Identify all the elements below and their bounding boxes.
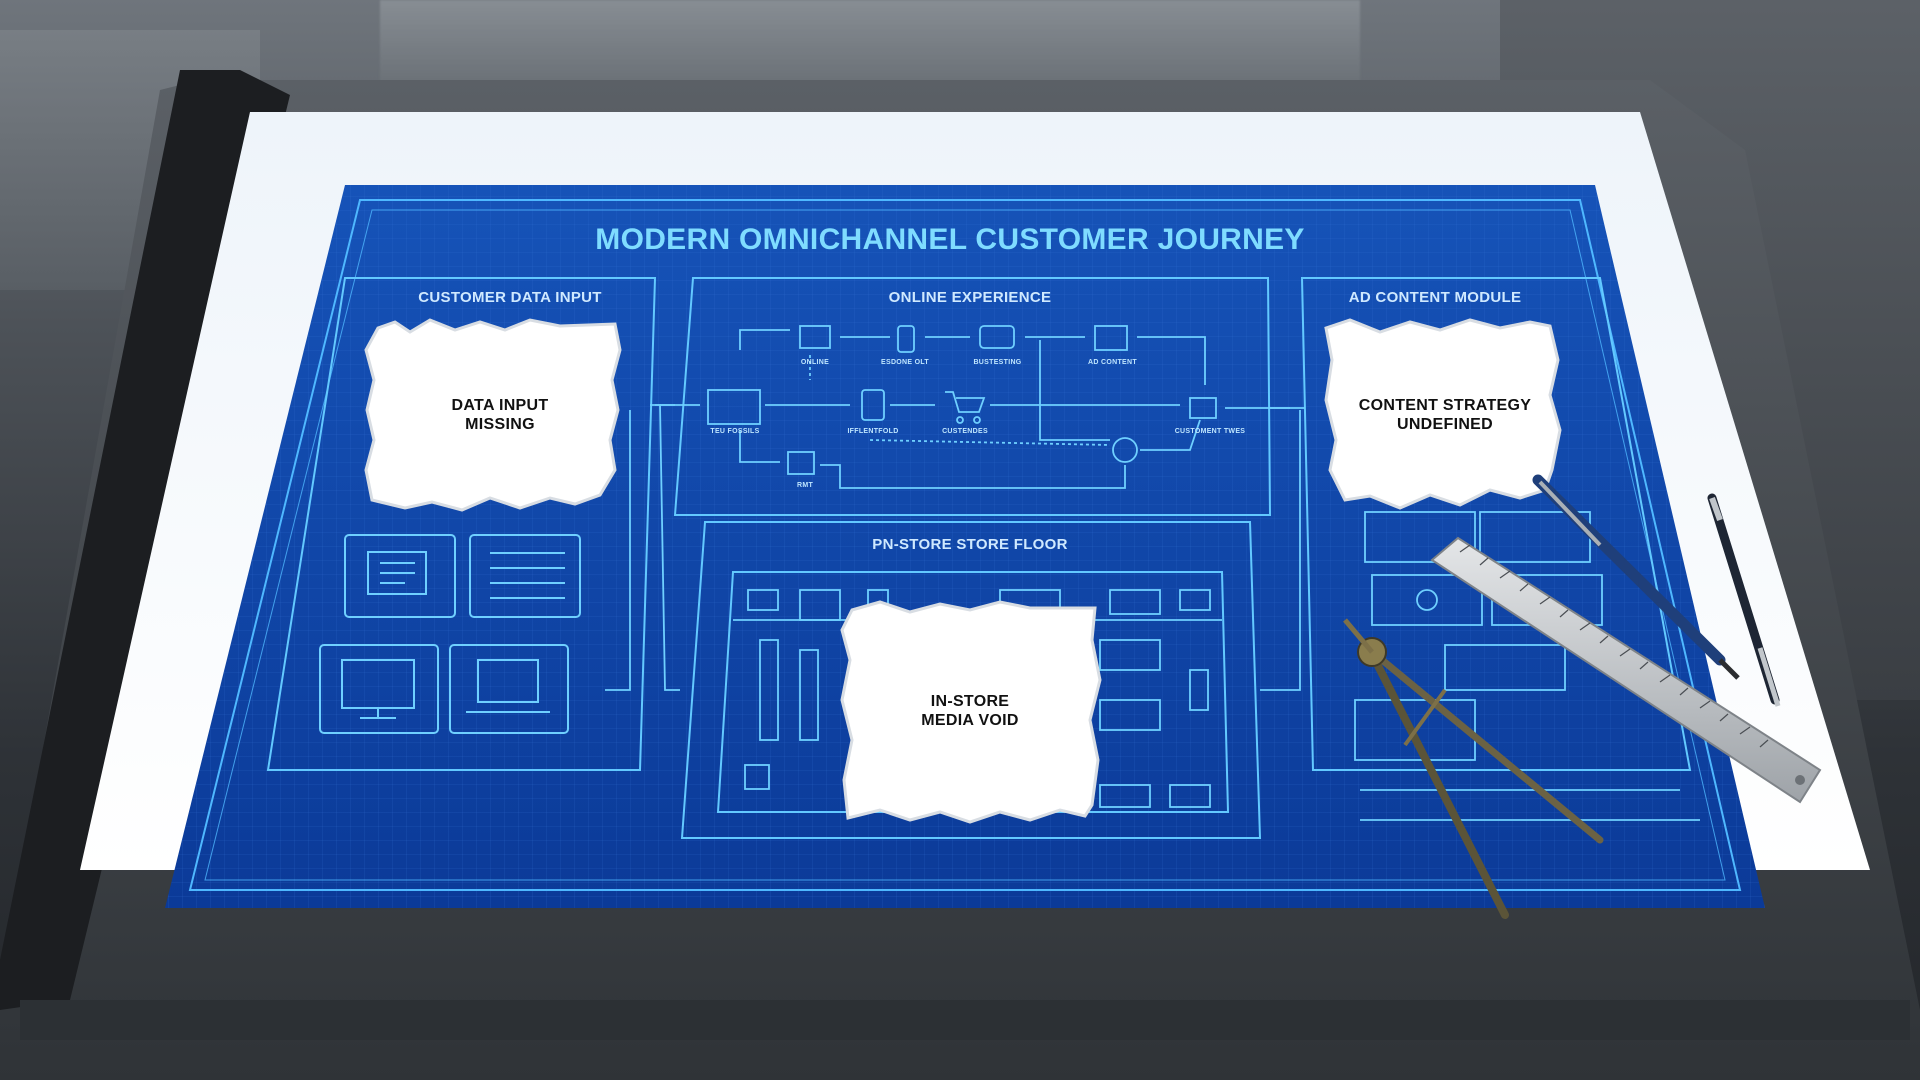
note-line-2: MEDIA VOID (895, 711, 1045, 730)
flow-label: ESDONE OLT (875, 359, 935, 366)
panel-title-ad-content: AD CONTENT MODULE (1325, 289, 1545, 306)
note-line-2: MISSING (420, 415, 580, 434)
panel-title-customer-data: CUSTOMER DATA INPUT (405, 289, 615, 306)
flow-label: TEU FOSSILS (705, 428, 765, 435)
flow-label: BUSTESTING (965, 359, 1030, 366)
note-line-1: DATA INPUT (420, 396, 580, 415)
panel-title-online: ONLINE EXPERIENCE (840, 289, 1100, 306)
note-line-1: IN-STORE (895, 692, 1045, 711)
flow-label: CUSTENDES (935, 428, 995, 435)
panel-title-store: PN-STORE STORE FLOOR (850, 536, 1090, 553)
note-media-void-text: IN-STORE MEDIA VOID (895, 692, 1045, 730)
blueprint-title: MODERN OMNICHANNEL CUSTOMER JOURNEY (580, 223, 1320, 257)
flow-label: ONLINE (790, 359, 840, 366)
note-line-1: CONTENT STRATEGY (1350, 396, 1540, 415)
flow-label: RMT (790, 482, 820, 489)
flow-label: CUSTOMENT TWES (1170, 428, 1250, 435)
note-data-input-text: DATA INPUT MISSING (420, 396, 580, 434)
note-content-strategy-text: CONTENT STRATEGY UNDEFINED (1350, 396, 1540, 434)
flow-label: IFFLENTFOLD (838, 428, 908, 435)
flow-label: AD CONTENT (1085, 359, 1140, 366)
note-line-2: UNDEFINED (1350, 415, 1540, 434)
